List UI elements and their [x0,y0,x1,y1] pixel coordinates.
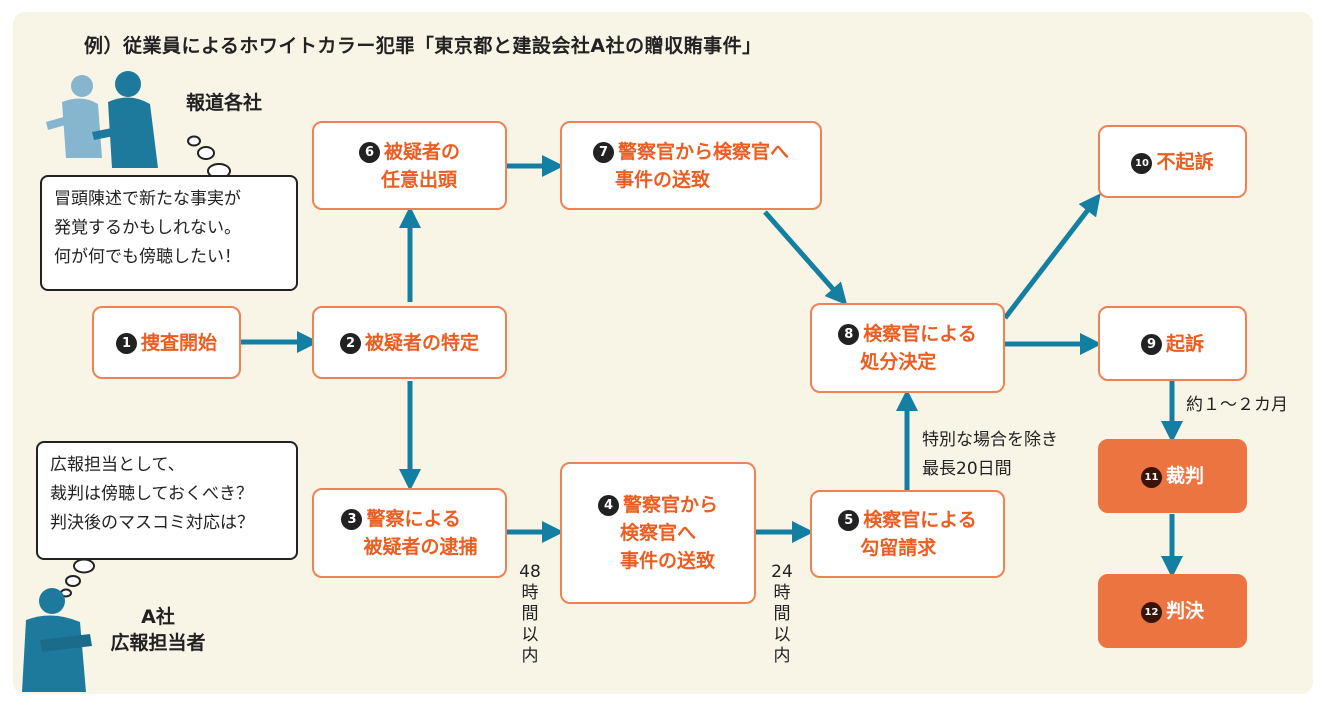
step-label: 事件の送致 [614,168,710,191]
step-label: 判決 [1165,600,1204,622]
thought-dot [187,135,201,147]
bubble-line: 冒頭陳述で新たな事実が [54,189,241,209]
step-number-badge: 6 [358,141,380,163]
step-label: 処分決定 [860,351,937,373]
thought-dot [73,558,95,574]
thought-dot [65,575,81,587]
step-number-badge: 12 [1140,602,1162,623]
note-within-24-hours: 24 時 間 以 内 [770,562,794,667]
note-char: 内 [773,646,791,666]
bubble-line: 判決後のマスコミ対応は？ [50,513,254,533]
step-label: 警察による [366,508,461,530]
step-label: 任意出頭 [380,168,457,191]
arrow-7-8 [763,210,848,306]
thought-dot [197,146,215,160]
reporters-icon [46,71,158,168]
step-label: 起訴 [1165,332,1204,355]
step-label: 裁判 [1165,465,1204,487]
step-number-badge: 9 [1140,333,1162,355]
step-label: 警察官から [622,494,718,516]
note-char: 24 [771,562,793,582]
note-char: 間 [521,604,539,624]
note-within-48-hours: 48 時 間 以 内 [518,562,542,667]
step-number-badge: 3 [341,509,363,530]
media-label: 報道各社 [186,92,263,114]
step-number-badge: 8 [838,324,860,345]
note-char: 以 [521,625,539,645]
note-char: 時 [773,583,791,603]
diagram-title: 例）従業員によるホワイトカラー犯罪「東京都と建設会社A社の贈収賄事件」 [84,35,762,57]
step-label: 被疑者の [383,140,460,163]
spokesperson-icon [22,588,92,692]
bubble-line: 裁判は傍聴しておくべき？ [50,484,253,504]
step-label: 警察官から検察官へ [617,140,789,163]
note-char: 内 [521,646,539,666]
step-label: 検察官による [863,323,977,345]
note-line: 最長20日間 [922,459,1012,479]
step-number-badge: 7 [592,141,614,163]
media-thought-bubble: 冒頭陳述で新たな事実が 発覚するかもしれない。 何が何でも傍聴したい！ [40,175,298,291]
note-char: 間 [773,604,791,624]
step-label: 被疑者の逮捕 [363,536,478,558]
note-char: 48 [519,562,541,582]
note-months: 約１～２カ月 [1186,395,1288,415]
step-label: 事件の送致 [619,550,715,572]
step-number-badge: 4 [597,495,619,516]
note-char: 時 [521,583,539,603]
step-number-badge: 11 [1140,467,1162,488]
bubble-line: 広報担当として、 [50,455,185,475]
step-label: 勾留請求 [860,537,937,559]
note-max-20-days: 特別な場合を除き 最長20日間 [922,426,1058,484]
company-label: A社 広報担当者 [98,604,218,656]
step-number-badge: 1 [115,332,137,354]
company-label-line: A社 [141,606,175,628]
bubble-line: 何が何でも傍聴したい！ [54,247,241,267]
step-number-badge: 2 [339,332,361,354]
step-label: 被疑者の特定 [364,331,479,354]
step-label: 検察官による [863,509,977,531]
step-label: 検察官へ [619,522,696,544]
step-label: 不起訴 [1156,150,1214,173]
step-label: 捜査開始 [140,331,217,354]
bubble-line: 発覚するかもしれない。 [54,218,241,238]
company-thought-bubble: 広報担当として、 裁判は傍聴しておくべき？ 判決後のマスコミ対応は？ [36,441,298,560]
company-label-line: 広報担当者 [110,632,206,654]
arrow-8-10 [1003,193,1101,320]
step-number-badge: 10 [1131,152,1153,174]
note-line: 特別な場合を除き [922,430,1058,450]
step-number-badge: 5 [838,510,860,531]
note-char: 以 [773,625,791,645]
